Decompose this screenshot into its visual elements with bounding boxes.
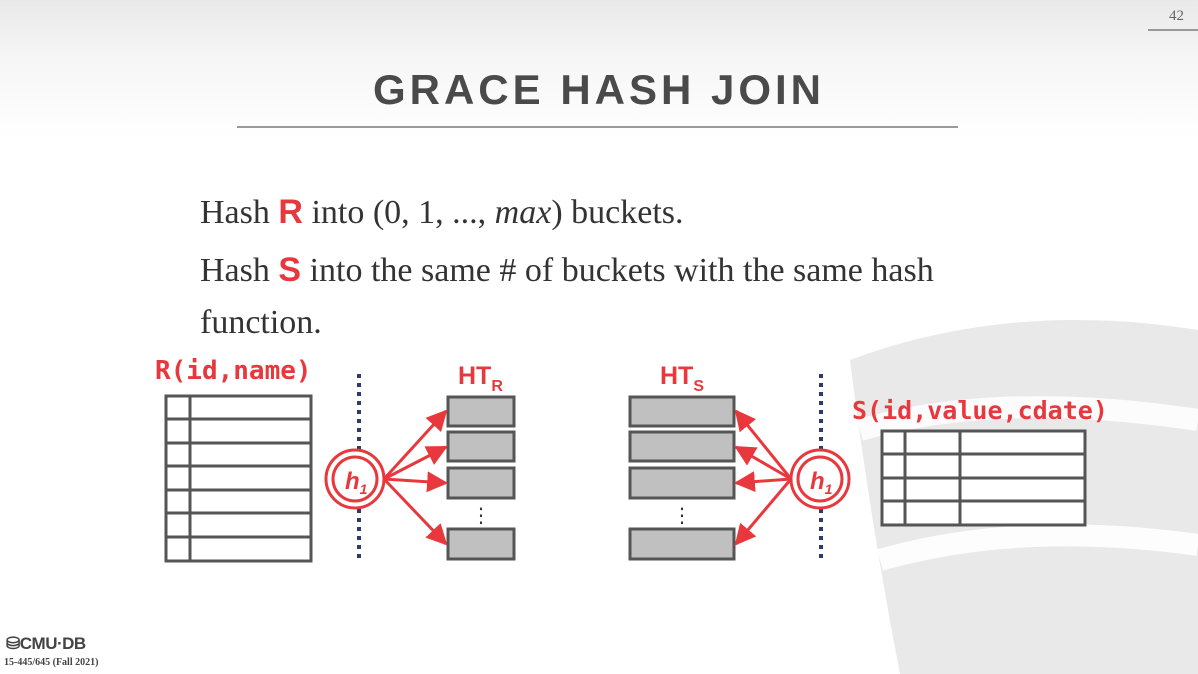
ht-s-buckets xyxy=(628,395,736,561)
ht-r-buckets xyxy=(446,395,516,561)
relation-s: S xyxy=(278,250,302,289)
ht-s-bucket xyxy=(628,395,736,428)
left-table-label: R(id,name) xyxy=(155,356,312,386)
left-hash-function: h1 xyxy=(324,448,386,510)
left-hash-arrows xyxy=(382,409,449,546)
cmu-db-logo: ⛁CMU·DB xyxy=(6,634,86,654)
slide-title: GRACE HASH JOIN xyxy=(372,66,826,113)
ht-s-bucket xyxy=(628,527,736,561)
slide-number-rule xyxy=(1148,29,1198,31)
ht-r-bucket xyxy=(446,466,516,500)
right-hash-arrows xyxy=(733,409,793,546)
bullet-list: Hash R into (0, 1, ..., max) buckets. Ha… xyxy=(200,186,990,354)
database-icon: ⛁ xyxy=(6,634,20,653)
ht-r-bucket xyxy=(446,395,516,428)
ht-s-bucket xyxy=(628,430,736,463)
right-hash-function: h1 xyxy=(789,448,851,510)
ht-s-ellipsis: ⋮ xyxy=(672,503,692,527)
title-rule xyxy=(237,126,958,128)
svg-text:h1: h1 xyxy=(345,468,368,497)
ht-s-bucket xyxy=(628,466,736,500)
ht-r-bucket xyxy=(446,527,516,561)
logo-text: CMU·DB xyxy=(19,634,86,653)
right-table-label: S(id,value,cdate) xyxy=(852,396,1108,425)
left-table xyxy=(164,394,313,563)
relation-r: R xyxy=(278,193,303,231)
bullet-1: Hash R into (0, 1, ..., max) buckets. xyxy=(200,193,684,231)
ht-r-bucket xyxy=(446,430,516,463)
svg-text:h1: h1 xyxy=(810,468,833,497)
bullet-2: Hash S into the same # of buckets with t… xyxy=(200,250,934,342)
ht-s-label: HTS xyxy=(660,362,704,395)
slide-number: 42 xyxy=(1169,8,1184,24)
course-label: 15-445/645 (Fall 2021) xyxy=(4,657,99,668)
right-table xyxy=(880,429,1087,527)
ht-r-label: HTR xyxy=(458,362,503,395)
ht-r-ellipsis: ⋮ xyxy=(471,503,491,527)
